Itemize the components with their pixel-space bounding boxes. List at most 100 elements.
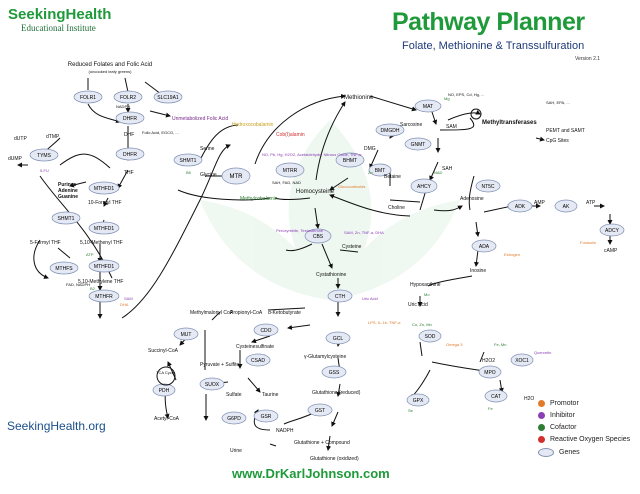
gene-node[interactable]: CSAD	[245, 353, 271, 367]
gene-node[interactable]: DMGDH	[375, 123, 405, 137]
modifier-label: LPS, IL-1b, TNF-α	[368, 320, 401, 325]
metabolite-label: Adenosine	[460, 196, 484, 202]
gene-label: DHFR	[123, 152, 137, 158]
gene-label: BHMT	[343, 158, 357, 164]
gene-node[interactable]: SHMT1	[51, 211, 81, 225]
gene-label: SUOX	[205, 382, 220, 388]
site-link-left[interactable]: SeekingHealth.org	[7, 419, 106, 433]
gene-node[interactable]: MTHFD1	[88, 221, 120, 235]
gene-label: MPO	[484, 370, 496, 376]
modifier-label: FAD, NADPH	[66, 282, 90, 287]
metabolite-label: DHF	[124, 132, 134, 138]
gene-node[interactable]: CTH	[327, 289, 353, 303]
modifier-label: Glucocorticoids	[338, 184, 365, 189]
modifier-label: Zn	[368, 170, 373, 175]
modifier-label: NAD	[434, 170, 443, 175]
metabolite-label: Cysteinesulfinate	[236, 344, 274, 350]
metabolite-label: Cob(I)alamin	[276, 132, 305, 138]
metabolite-label: Methylcobalamin	[240, 196, 278, 202]
metabolite-label: Reduced Folates and Folic Acid	[68, 62, 152, 68]
gene-node[interactable]: GCL	[325, 331, 351, 345]
gene-label: GCL	[333, 336, 344, 342]
gene-node[interactable]: GSS	[321, 365, 347, 379]
metabolite-label: Glycine	[200, 172, 217, 178]
gene-node[interactable]: BHMT	[335, 152, 365, 168]
gene-node[interactable]: MPO	[478, 365, 502, 379]
gene-label: MUT	[181, 332, 192, 338]
modifier-label: Peroxynitrite, Testosterone	[276, 228, 324, 233]
metabolite-label: Succinyl-CoA	[148, 348, 179, 354]
gene-label: MTR	[230, 174, 244, 180]
metabolite-label: Unmetabolized Folic Acid	[172, 116, 228, 122]
modifier-label: 5-FU	[40, 168, 49, 173]
metabolite-labels: Reduced Folates and Folic Acid (uncooked…	[8, 62, 618, 462]
legend-label: Promotor	[550, 400, 579, 407]
metabolite-label: TCA Cycle	[156, 370, 176, 375]
legend-item-cofactor: Cofactor	[538, 424, 576, 431]
gene-node[interactable]: MTHFS	[49, 261, 79, 275]
gene-node[interactable]: SLC19A1	[153, 90, 183, 104]
metabolite-label: Adenine	[58, 188, 78, 194]
gene-node[interactable]: SUOX	[199, 377, 225, 391]
gene-node[interactable]: ADA	[471, 239, 497, 253]
gene-node[interactable]: GNMT	[404, 137, 432, 151]
gene-label: ADCY	[605, 228, 620, 234]
gene-node[interactable]: GST	[307, 403, 333, 417]
metabolite-label: Methionine	[344, 95, 374, 101]
gene-node[interactable]: DHFR	[115, 111, 145, 125]
metabolite-label: H2O2	[482, 358, 495, 364]
gene-node[interactable]: SOD	[418, 329, 442, 343]
gene-node[interactable]: BMT	[368, 163, 392, 177]
brand-name: SeekingHealth	[8, 6, 112, 23]
gene-node[interactable]: ADK	[507, 199, 533, 213]
modifier-label: SAM, Zn, TNF-α, DHA	[344, 230, 384, 235]
modifier-label: B6	[186, 170, 192, 175]
gene-node[interactable]: FOLR1	[73, 90, 103, 104]
gene-node[interactable]: MTR	[221, 167, 251, 185]
metabolite-label: Methylmalonyl CoA	[190, 310, 234, 316]
modifier-label: Cu, Zn, Mn	[412, 322, 432, 327]
metabolite-label: Propionyl-CoA	[230, 310, 263, 316]
metabolite-label: Hypoxanthine	[410, 282, 441, 288]
gene-node[interactable]: XOC1	[510, 353, 534, 367]
metabolite-label: Serine	[200, 146, 215, 152]
metabolite-label: Cystathionine	[316, 272, 347, 278]
legend-item-genes: Genes	[538, 448, 580, 457]
gene-node[interactable]: CBS	[304, 228, 332, 244]
gene-node[interactable]: DHFR	[115, 147, 145, 161]
gene-node[interactable]: GPX	[406, 393, 430, 407]
gene-node[interactable]: FOLR2	[113, 90, 143, 104]
metabolite-label: Uric Acid	[408, 302, 428, 308]
gene-node[interactable]: MUT	[173, 327, 199, 341]
gene-node[interactable]: CDO	[253, 323, 279, 337]
site-link-bottom[interactable]: www.DrKarlJohnson.com	[232, 466, 390, 481]
gene-node[interactable]: SHMT1	[173, 153, 203, 167]
metabolite-label: Sulfate	[226, 392, 242, 398]
metabolite-label: Inosine	[470, 268, 486, 274]
gene-node[interactable]: MTHFD1	[88, 259, 120, 273]
gene-node[interactable]: AK	[554, 199, 578, 213]
gene-node[interactable]: MTHFR	[88, 289, 120, 303]
gene-node[interactable]: G6PD	[221, 411, 247, 425]
gene-node[interactable]: NT5C	[475, 179, 501, 193]
metabolite-label: Hydroxocobalamin	[232, 122, 274, 128]
gene-node[interactable]: AHCY	[410, 178, 438, 194]
metabolite-label: 5-Formyl THF	[30, 240, 61, 246]
gene-label: FOLR2	[120, 95, 136, 101]
gene-node[interactable]: GSR	[253, 409, 279, 423]
modifier-label: DHA	[120, 302, 129, 307]
metabolite-label: Purines	[58, 182, 77, 188]
gene-node[interactable]: TYMS	[29, 148, 59, 162]
gene-node[interactable]: CAT	[484, 389, 508, 403]
gene-label: SHMT1	[58, 216, 75, 222]
metabolite-label: Acetyl-CoA	[154, 416, 180, 422]
ros-dot-icon	[538, 436, 545, 443]
gene-ellipse-icon	[538, 448, 554, 457]
gene-node[interactable]: ADCY	[599, 223, 625, 237]
gene-node[interactable]: MAT	[414, 99, 442, 113]
legend-label: Genes	[559, 449, 580, 456]
gene-node[interactable]: MTRR	[275, 162, 305, 178]
gene-label: PDH	[159, 388, 170, 394]
gene-node[interactable]: PDH	[152, 383, 176, 397]
gene-node[interactable]: MTHFD1	[88, 181, 120, 195]
